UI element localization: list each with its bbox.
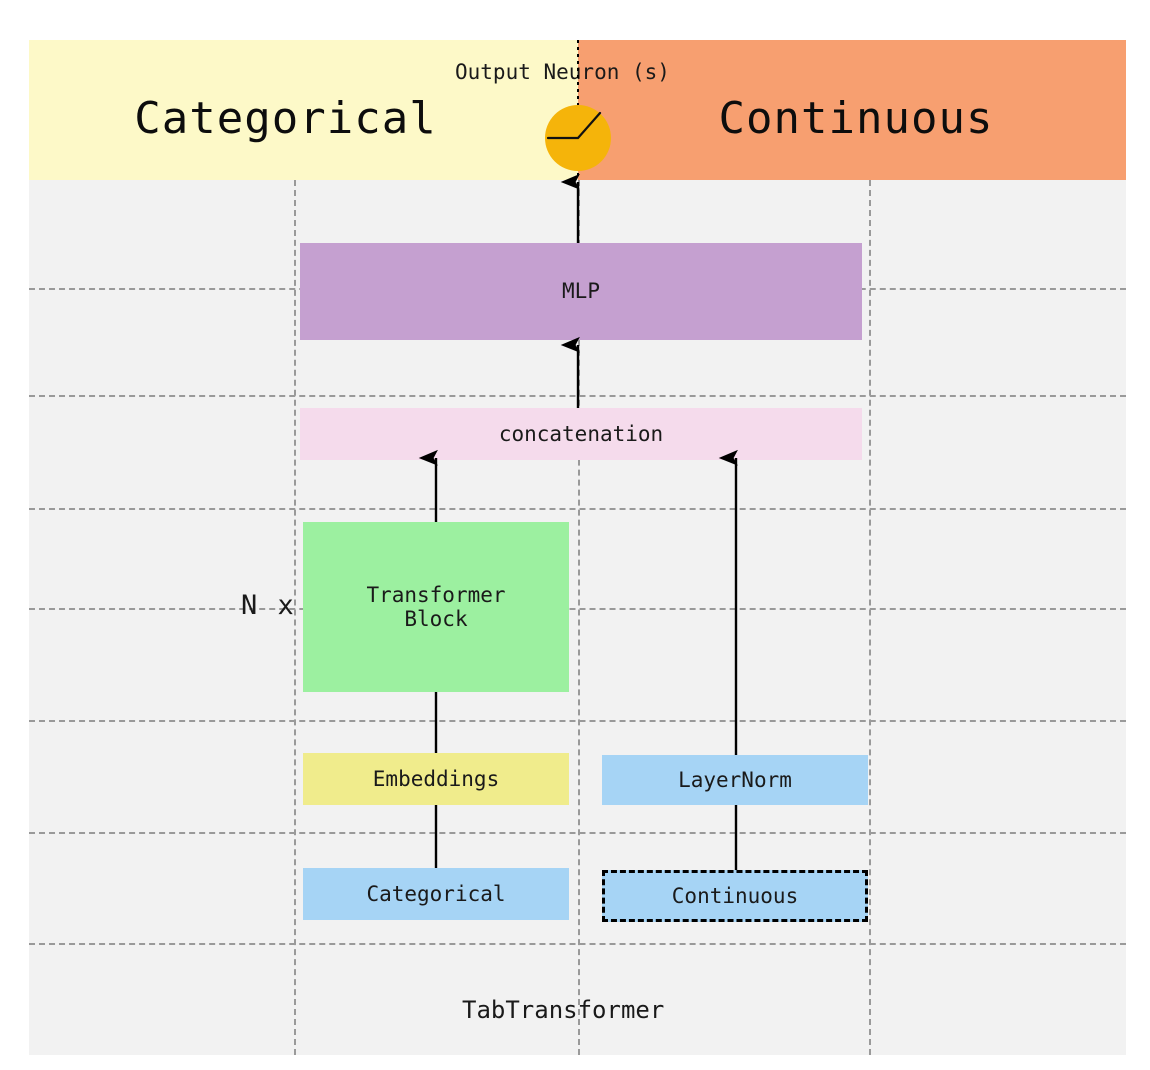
block-concatenation-label: concatenation bbox=[498, 421, 664, 446]
repeat-count-label: N x bbox=[241, 590, 296, 621]
block-categorical-input-label: Categorical bbox=[366, 881, 506, 906]
diagram-panel: Categorical Continuous MLP concatenation… bbox=[29, 40, 1126, 1055]
block-mlp-label: MLP bbox=[562, 279, 600, 304]
block-categorical-input[interactable]: Categorical bbox=[303, 868, 569, 920]
output-neuron-label: Output Neuron (s) bbox=[455, 60, 670, 84]
block-embeddings-label: Embeddings bbox=[372, 766, 500, 791]
block-concatenation[interactable]: concatenation bbox=[300, 408, 862, 460]
gridline-vertical-3 bbox=[869, 180, 871, 1055]
block-continuous-input[interactable]: Continuous bbox=[602, 870, 868, 922]
block-mlp[interactable]: MLP bbox=[300, 243, 862, 340]
block-embeddings[interactable]: Embeddings bbox=[303, 753, 569, 805]
gridline-horizontal-7 bbox=[29, 943, 1126, 945]
block-transformer-label: Transformer Block bbox=[366, 582, 506, 631]
gridline-vertical-2 bbox=[578, 180, 580, 1055]
block-transformer[interactable]: Transformer Block bbox=[303, 522, 569, 692]
gridline-horizontal-6 bbox=[29, 832, 1126, 834]
gridline-vertical-1 bbox=[294, 180, 296, 1055]
gridline-horizontal-4 bbox=[29, 608, 1126, 610]
banner-continuous: Continuous bbox=[578, 40, 1126, 180]
block-layernorm[interactable]: LayerNorm bbox=[602, 755, 868, 805]
gridline-horizontal-5 bbox=[29, 720, 1126, 722]
banner-categorical: Categorical bbox=[29, 40, 578, 180]
banner-continuous-label: Continuous bbox=[718, 92, 994, 144]
diagram-footer-label: TabTransformer bbox=[462, 996, 665, 1024]
block-continuous-input-label: Continuous bbox=[671, 883, 799, 908]
banner-categorical-label: Categorical bbox=[134, 92, 437, 144]
block-layernorm-label: LayerNorm bbox=[678, 767, 792, 792]
gridline-horizontal-3 bbox=[29, 508, 1126, 510]
